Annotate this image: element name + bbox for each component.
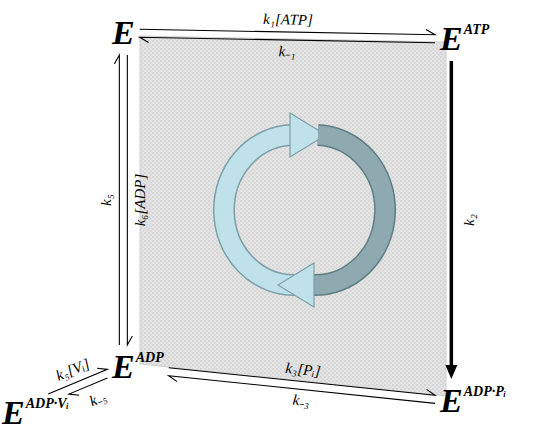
cycle-ribbon-left [224, 135, 296, 285]
rate-constant: k₅ [98, 194, 115, 206]
rate-constant: k₋₁ [279, 43, 296, 60]
rate-constant: k₋₅ [87, 388, 109, 410]
rate-constant: k₁[ATP] [263, 11, 313, 29]
state-symbol: E [112, 16, 135, 50]
enzyme-state: EADP·Vᵢ [2, 396, 69, 430]
arrow-shaft [450, 61, 454, 368]
rate-constant: k₅[Vᵢ] [53, 355, 92, 384]
rate-constant: k₃[Pᵢ] [285, 359, 322, 380]
cycle-ribbon-left-edge [224, 135, 296, 285]
rate-harpoon [114, 55, 119, 345]
enzyme-state: EATP [440, 22, 489, 56]
connector-layer [48, 29, 457, 403]
cycle-ribbon-right [312, 135, 385, 285]
cycle-arrow [224, 113, 385, 307]
rate-constant: k₂ [461, 214, 478, 226]
irreversible-arrow [445, 61, 457, 379]
enzyme-state: E [112, 16, 135, 50]
enzyme-state: EADP [112, 350, 164, 384]
cycle-arrowhead-bottom [278, 263, 314, 307]
state-symbol: E [112, 350, 135, 384]
harpoon-line [140, 29, 435, 34]
rate-constant: k₆[ADP] [132, 174, 149, 227]
rate-harpoon [140, 37, 435, 42]
reaction-plane [140, 36, 446, 396]
rate-harpoon [127, 55, 132, 345]
state-superscript: ADP·Pᵢ [464, 384, 506, 399]
state-superscript: ADP·Vᵢ [26, 396, 69, 411]
harpoon-line [140, 37, 435, 42]
arrow-head [445, 365, 457, 379]
state-symbol: E [440, 22, 463, 56]
cycle-ribbon-right-edge [312, 135, 385, 285]
rate-constant: k₋₃ [291, 392, 310, 411]
rate-harpoon [140, 29, 435, 34]
state-symbol: E [440, 384, 463, 418]
state-superscript: ADP [136, 350, 164, 365]
state-symbol: E [2, 396, 25, 430]
enzyme-state: EADP·Pᵢ [440, 384, 506, 418]
harpoon-line [114, 55, 119, 345]
state-superscript: ATP [464, 22, 490, 37]
harpoon-line [127, 55, 132, 345]
